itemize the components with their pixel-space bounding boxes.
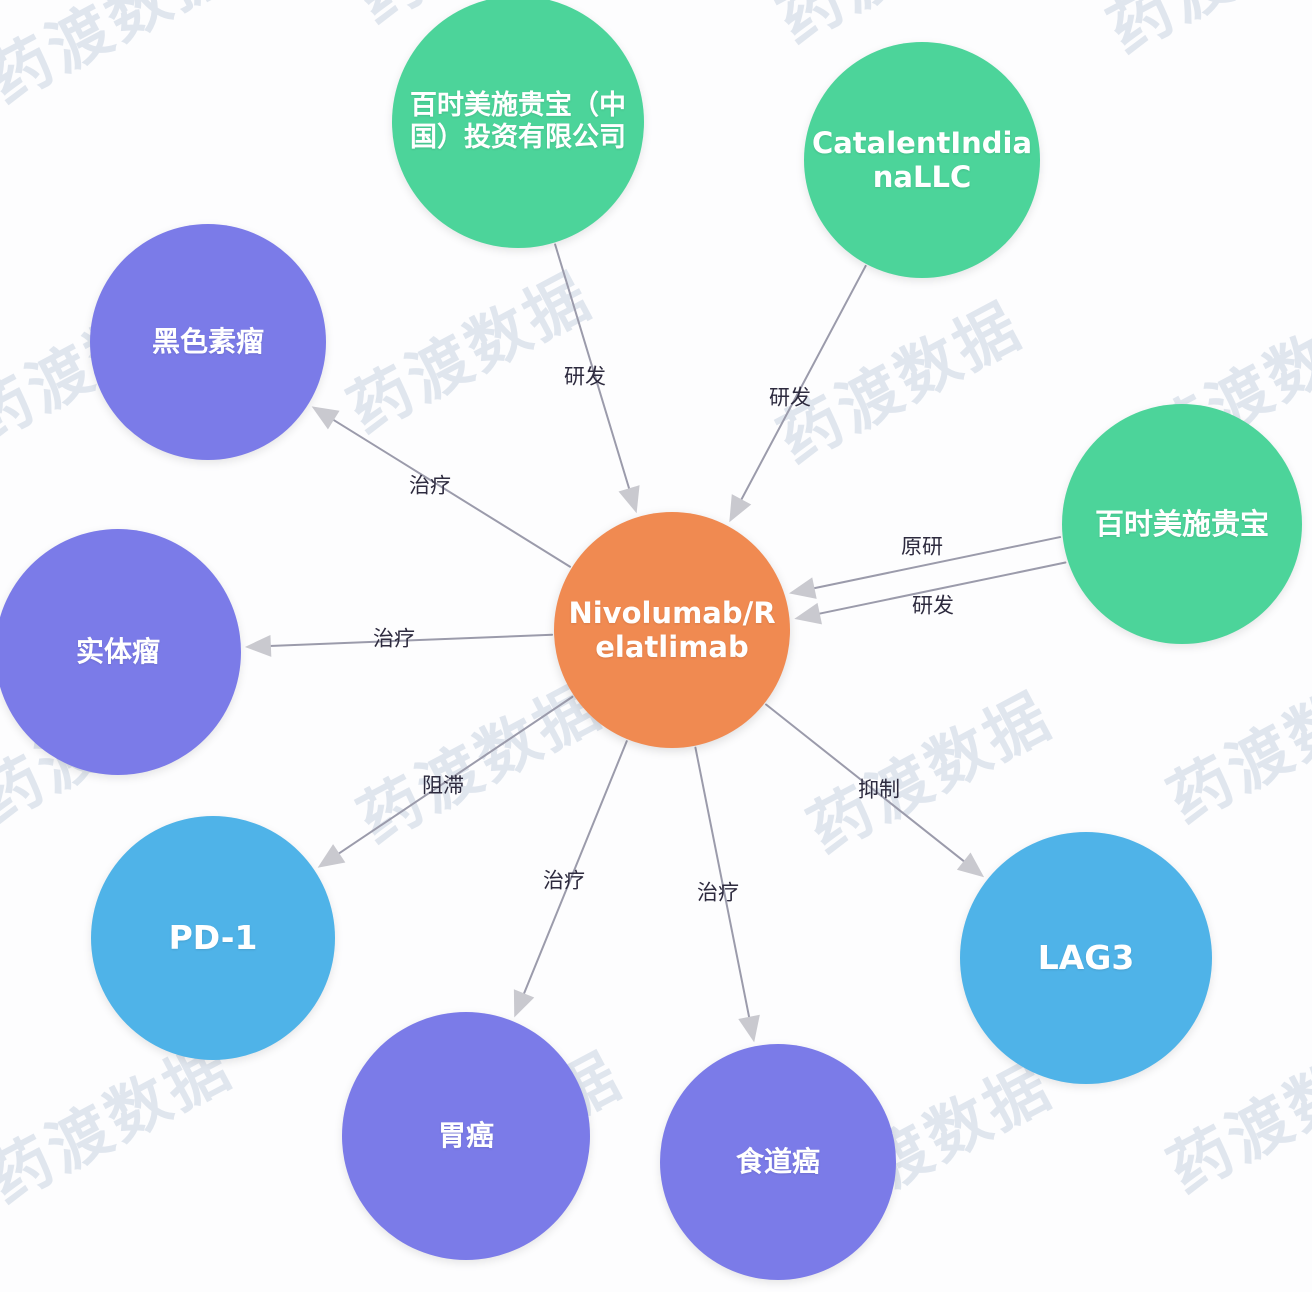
- arrowhead-e1: [618, 485, 640, 514]
- arrowhead-e10: [956, 852, 985, 878]
- watermark-text: 药渡数据: [1156, 648, 1312, 837]
- arrowhead-e6: [244, 634, 272, 657]
- node-melanoma[interactable]: 黑色素瘤: [90, 224, 326, 460]
- node-esoph[interactable]: 食道癌: [660, 1044, 896, 1280]
- node-bms_cn[interactable]: 百时美施贵宝（中国）投资有限公司: [392, 0, 644, 248]
- watermark-text: 药渡数据: [0, 0, 244, 117]
- node-lag3[interactable]: LAG3: [960, 832, 1212, 1084]
- node-catalent[interactable]: CatalentIndianaLLC: [804, 42, 1040, 278]
- node-label-pd1: PD-1: [168, 917, 258, 957]
- arrowhead-e3: [794, 602, 822, 625]
- node-label-bms: 百时美施贵宝: [1094, 506, 1269, 541]
- edge-label-e6: 治疗: [373, 626, 415, 651]
- node-label-bms_cn: 百时美施贵宝（中国）投资有限公司: [410, 90, 626, 153]
- node-center[interactable]: Nivolumab/Relatlimab: [554, 512, 790, 748]
- arrowhead-e5: [311, 406, 340, 430]
- node-bms[interactable]: 百时美施贵宝: [1062, 404, 1302, 644]
- node-label-esoph: 食道癌: [735, 1145, 820, 1179]
- watermark-text: 药渡数据: [1090, 0, 1312, 69]
- edge-label-e8: 治疗: [543, 868, 585, 893]
- node-label-lag3: LAG3: [1037, 937, 1135, 977]
- arrowhead-e2: [729, 494, 752, 523]
- node-label-solid: 实体瘤: [75, 635, 160, 669]
- node-solid[interactable]: 实体瘤: [0, 529, 241, 775]
- arrowhead-e4: [789, 577, 817, 599]
- edge-label-e4: 研发: [912, 593, 954, 618]
- node-label-center: Nivolumab/Relatlimab: [568, 595, 776, 664]
- arrowhead-e7: [317, 844, 346, 868]
- edge-label-e7: 阻滞: [422, 773, 464, 798]
- node-pd1[interactable]: PD-1: [91, 816, 335, 1060]
- watermark-text: 药渡数据: [766, 288, 1034, 477]
- edge-label-e3: 原研: [901, 534, 943, 559]
- edge-label-e2: 研发: [769, 385, 811, 410]
- watermark-text: 药渡数据: [796, 678, 1064, 867]
- node-label-melanoma: 黑色素瘤: [151, 325, 264, 359]
- node-label-gastric: 胃癌: [437, 1119, 494, 1153]
- node-label-catalent: CatalentIndianaLLC: [811, 125, 1033, 194]
- arrowhead-e9: [738, 1014, 760, 1043]
- edge-label-e9: 治疗: [697, 880, 739, 905]
- node-gastric[interactable]: 胃癌: [342, 1012, 590, 1260]
- edge-label-e1: 研发: [564, 364, 606, 389]
- edge-label-e10: 抑制: [858, 777, 900, 802]
- watermark-text: 药渡数据: [336, 258, 604, 447]
- arrowhead-e8: [513, 989, 535, 1018]
- edge-label-e5: 治疗: [409, 473, 451, 498]
